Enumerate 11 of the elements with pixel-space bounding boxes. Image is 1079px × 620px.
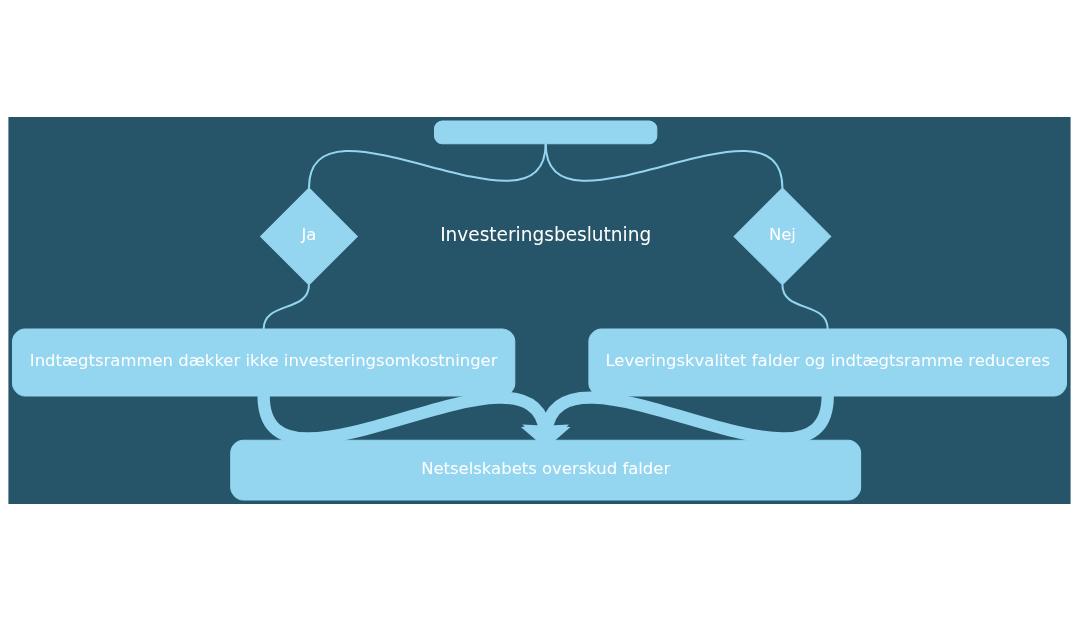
connector — [262, 284, 310, 329]
node-box: Indtægtsrammen dækker ikke investeringsomkostninger — [12, 328, 516, 396]
node-diamond: Nej — [733, 186, 832, 285]
connector — [781, 284, 829, 329]
label: Investeringsbeslutning — [440, 223, 652, 245]
node-box: Leveringskvalitet falder og indtægtsramme reduceres — [588, 328, 1067, 396]
connector — [544, 143, 784, 188]
node-box — [434, 120, 658, 144]
connector — [307, 143, 547, 188]
node-box: Netselskabets overskud falder — [230, 439, 862, 500]
node-diamond: Ja — [259, 186, 359, 285]
